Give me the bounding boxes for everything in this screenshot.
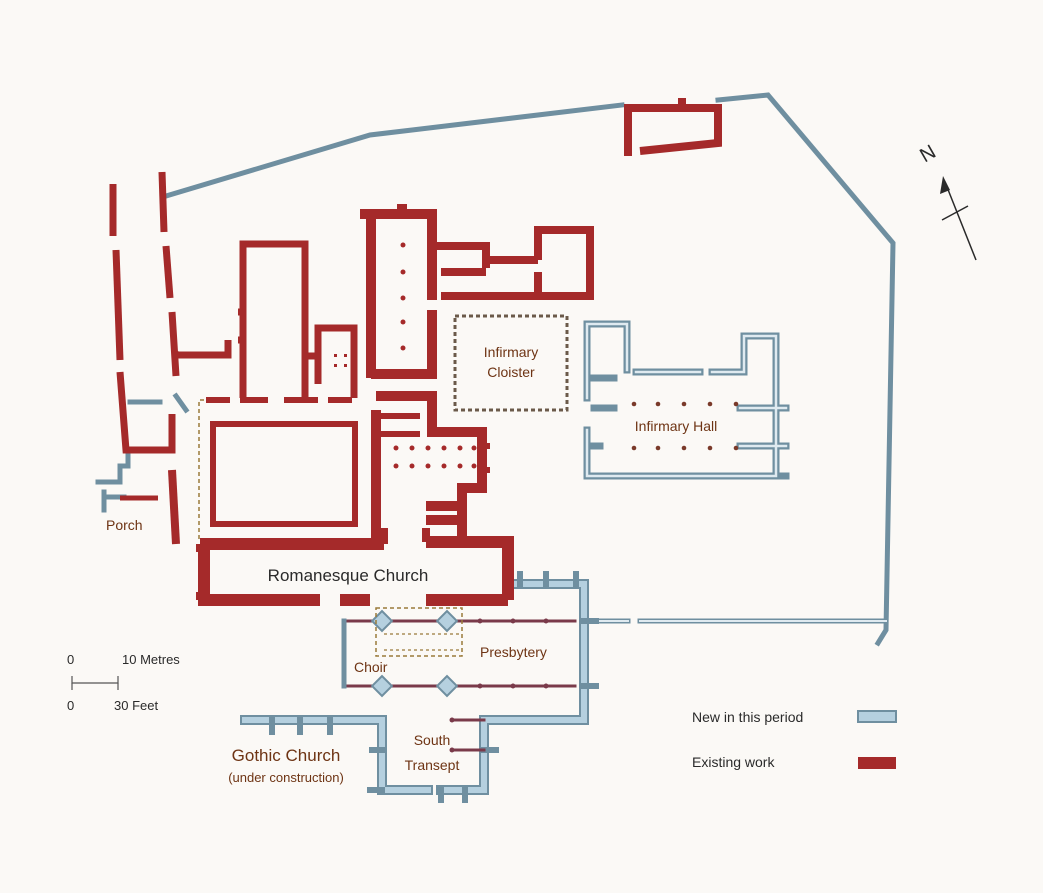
gothic-church-label: Gothic Church (232, 746, 341, 765)
north-arrow-shaft (944, 181, 977, 261)
crossing-piers (370, 609, 459, 698)
gothic-church-note: (under construction) (228, 770, 344, 785)
legend-new-label: New in this period (692, 709, 803, 725)
scale-metres-zero: 0 (67, 652, 74, 667)
infirmary-hall-label: Infirmary Hall (635, 418, 717, 434)
infirmary-hall-piers (631, 401, 739, 451)
legend: New in this period Existing work (692, 709, 897, 770)
infirmary-cloister-label-2: Cloister (487, 364, 535, 380)
romanesque-church-label: Romanesque Church (268, 566, 429, 585)
scale-bar-line (71, 676, 119, 684)
presbytery-piers (449, 618, 549, 753)
north-letter: N (916, 141, 940, 167)
choir-label: Choir (354, 659, 388, 675)
west-range-walls (109, 171, 180, 545)
dormitory-piers (400, 242, 406, 351)
dashed-outlines (198, 314, 569, 657)
legend-existing-label: Existing work (692, 754, 775, 770)
north-arrow-head (940, 176, 950, 194)
east-range-walls (376, 413, 490, 473)
scale-bar: 0 10 Metres 0 30 Feet (67, 652, 180, 713)
ne-outbuilding (624, 104, 722, 156)
infirmary-hall-walls (583, 320, 790, 480)
east-rooms (432, 226, 594, 300)
west-porch-new-walls (95, 392, 190, 513)
porch-label: Porch (106, 517, 143, 533)
scale-feet-zero: 0 (67, 698, 74, 713)
east-range-piers (373, 445, 477, 469)
gothic-buttresses (269, 571, 599, 803)
south-transept-label-2: Transept (405, 757, 460, 773)
cloister-walk-outline (198, 399, 204, 540)
infirmary-cloister-label-1: Infirmary (484, 344, 538, 360)
scale-feet-label: 30 Feet (114, 698, 158, 713)
new-work-walls (95, 92, 896, 803)
legend-existing-swatch (858, 757, 896, 769)
choir-outline (375, 607, 463, 657)
existing-work-walls (109, 98, 722, 606)
south-transept-label-1: South (414, 732, 451, 748)
presbytery-label: Presbytery (480, 644, 547, 660)
chapter-house-piers (334, 354, 347, 367)
precinct-boundary-wall (162, 102, 625, 200)
cloister-garth (210, 421, 358, 527)
north-ranges (174, 240, 358, 398)
scale-metres-label: 10 Metres (122, 652, 180, 667)
plan-labels: Infirmary Cloister Infirmary Hall Porch … (106, 344, 717, 785)
dormitory-range (360, 204, 437, 379)
legend-new-swatch (857, 710, 897, 723)
north-arrow: N (916, 141, 977, 261)
infirmary-cloister-outline (453, 314, 569, 412)
